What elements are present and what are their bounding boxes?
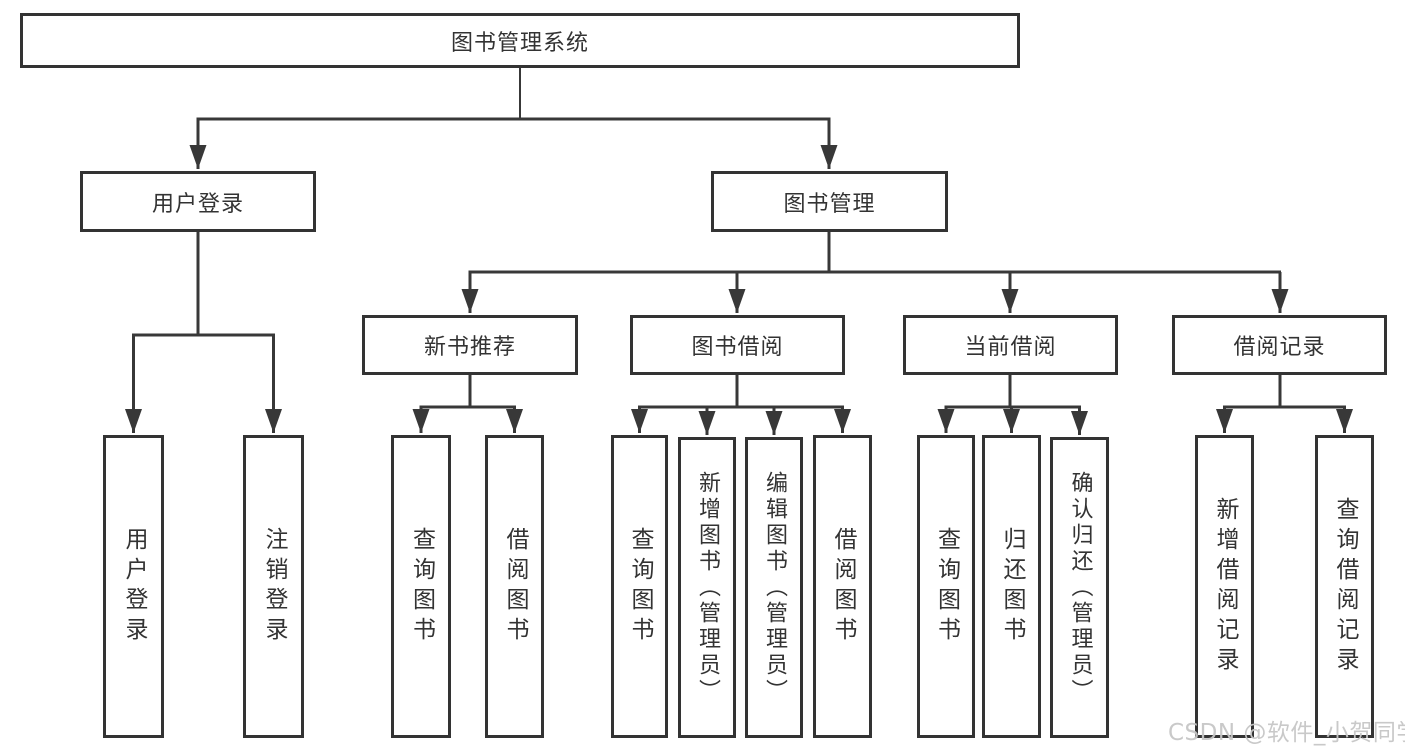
leaf-query-books-current: 查询图书 [917, 435, 975, 738]
leaf-query-books-recommend: 查询图书 [391, 435, 451, 738]
leaf-add-borrow-record: 新增借阅记录 [1195, 435, 1254, 738]
leaf-query-books-borrowing: 查询图书 [611, 435, 668, 738]
node-new-book-recommendation: 新书推荐 [362, 315, 578, 375]
node-book-borrowing: 图书借阅 [630, 315, 845, 375]
node-root-library-management-system: 图书管理系统 [20, 13, 1020, 68]
leaf-borrow-books-recommend: 借阅图书 [485, 435, 544, 738]
leaf-query-borrow-record: 查询借阅记录 [1315, 435, 1374, 738]
csdn-watermark: CSDN @软件_小贺同学 [1168, 720, 1405, 746]
leaf-edit-books-admin: 编辑图书（管理员） [745, 437, 803, 738]
node-user-login: 用户登录 [80, 171, 316, 232]
leaf-borrow-books: 借阅图书 [813, 435, 872, 738]
leaf-user-login: 用户登录 [103, 435, 164, 738]
leaf-confirm-return-admin: 确认归还（管理员） [1050, 437, 1109, 738]
node-current-borrowing: 当前借阅 [903, 315, 1118, 375]
node-book-management: 图书管理 [711, 171, 948, 232]
leaf-add-books-admin: 新增图书（管理员） [678, 437, 736, 738]
leaf-return-books: 归还图书 [982, 435, 1041, 738]
leaf-logout: 注销登录 [243, 435, 304, 738]
node-borrowing-records: 借阅记录 [1172, 315, 1387, 375]
